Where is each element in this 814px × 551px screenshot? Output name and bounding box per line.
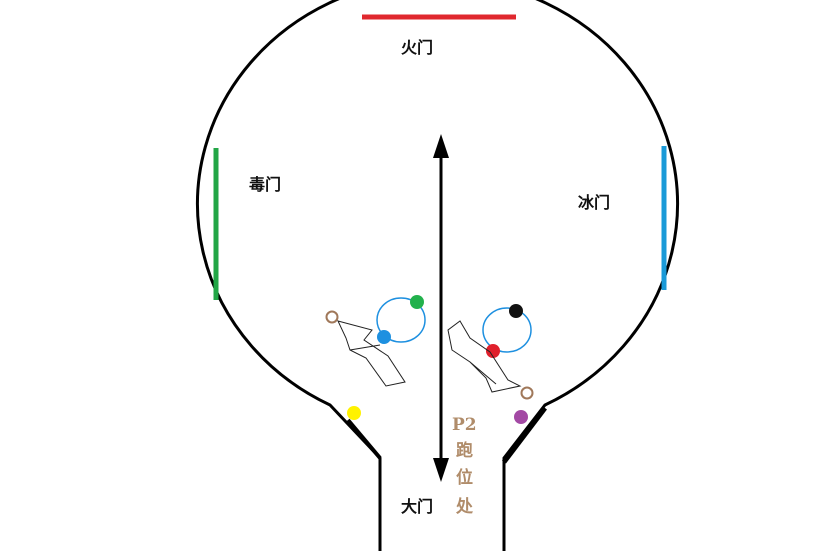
right-cone-sketch [447, 320, 522, 393]
red-player-marker [486, 344, 500, 358]
left-boss-ring [325, 310, 339, 324]
left-entrance-wall [346, 418, 382, 460]
p2-note-line2: 跑 [456, 440, 473, 461]
fire-gate-label: 火门 [401, 38, 433, 57]
arrow-up-head [433, 134, 449, 158]
ice-gate-label: 冰门 [578, 193, 610, 212]
left-blue-ring [376, 297, 426, 343]
right-entrance-wall [502, 406, 547, 464]
blue-player-marker [377, 330, 391, 344]
arrow-down-head [433, 458, 449, 482]
green-player-marker [410, 295, 424, 309]
right-boss-ring [520, 386, 534, 400]
p2-note-line3: 位 [456, 467, 473, 488]
poison-gate-label: 毒门 [249, 175, 281, 194]
right-blue-ring [482, 307, 532, 353]
left-cone-sketch [337, 320, 406, 387]
yellow-player-marker [347, 406, 361, 420]
p2-note-line4: 处 [455, 496, 474, 517]
purple-player-marker [514, 410, 528, 424]
black-player-marker [509, 304, 523, 318]
p2-note-line1: P2 [452, 415, 477, 435]
main-gate-label: 大门 [401, 497, 433, 516]
